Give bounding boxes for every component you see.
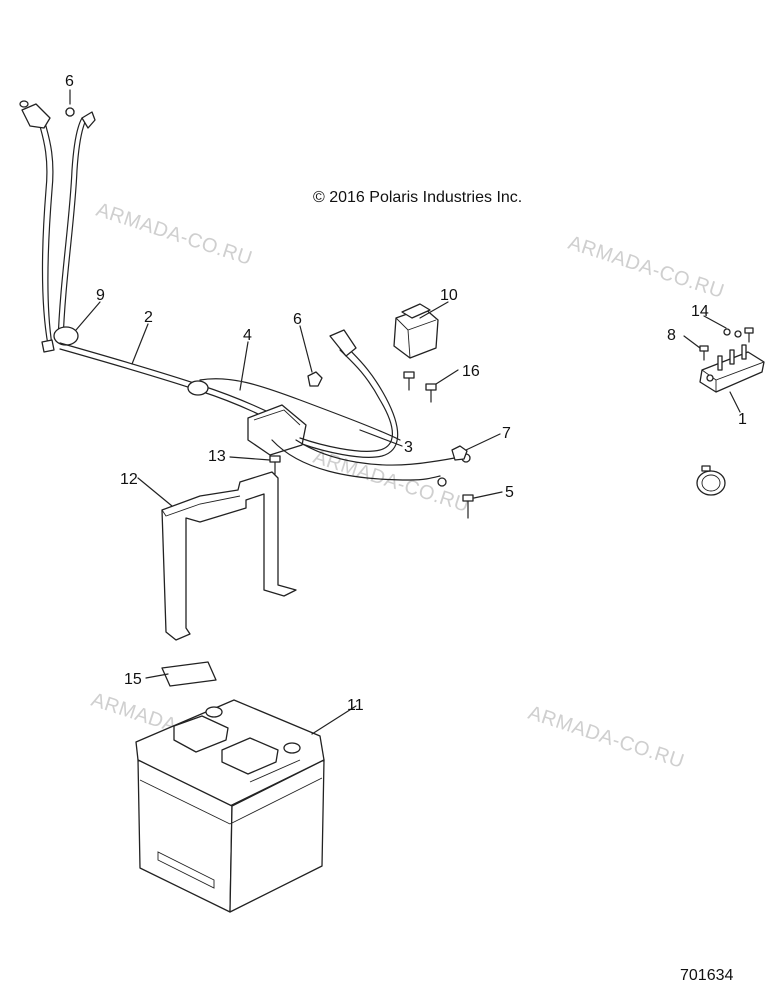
callout-9: 9 [96, 287, 105, 304]
battery-icon [135, 699, 325, 913]
callouts: 6 9 2 4 6 10 16 3 7 13 5 12 15 11 8 14 1 [65, 73, 747, 714]
callout-15: 15 [124, 671, 142, 688]
nut-icon [451, 445, 468, 461]
callout-8: 8 [667, 327, 676, 344]
terminal-block-icon [699, 344, 765, 393]
copyright-text: © 2016 Polaris Industries Inc. [313, 189, 522, 206]
callout-14: 14 [691, 303, 709, 320]
screw-icon [269, 455, 281, 475]
solenoid-icon [393, 303, 439, 359]
callout-11: 11 [347, 697, 364, 714]
callout-4: 4 [243, 327, 252, 344]
watermark: ARMADA-CO.RU [310, 446, 472, 517]
callout-6: 6 [293, 311, 302, 328]
screw-icon [403, 371, 437, 403]
nut-icon [723, 327, 754, 343]
callout-12: 12 [120, 471, 138, 488]
watermarks: ARMADA-CO.RU ARMADA-CO.RU ARMADA-CO.RU A… [88, 199, 727, 773]
callout-5: 5 [505, 484, 514, 501]
watermark: ARMADA-CO.RU [525, 702, 687, 773]
callout-1: 1 [738, 411, 747, 428]
nut-icon [307, 371, 323, 387]
callout-3: 3 [404, 439, 413, 456]
callout-6: 6 [65, 73, 74, 90]
callout-7: 7 [502, 425, 511, 442]
callout-10: 10 [440, 287, 458, 304]
callout-2: 2 [144, 309, 153, 326]
screw-icon [699, 345, 709, 361]
leader-lines [69, 89, 741, 735]
bolt-icon [462, 494, 474, 519]
diagram-number: 701634 [680, 967, 733, 984]
callout-16: 16 [462, 363, 480, 380]
clamp-icon [696, 465, 726, 496]
battery-pad-icon [161, 661, 217, 687]
watermark: ARMADA-CO.RU [93, 199, 255, 270]
watermark: ARMADA-CO.RU [565, 232, 727, 303]
callout-13: 13 [208, 448, 226, 465]
nut-icon [65, 107, 75, 117]
battery-bracket-icon [161, 471, 297, 641]
battery-cable-harness [19, 100, 471, 487]
